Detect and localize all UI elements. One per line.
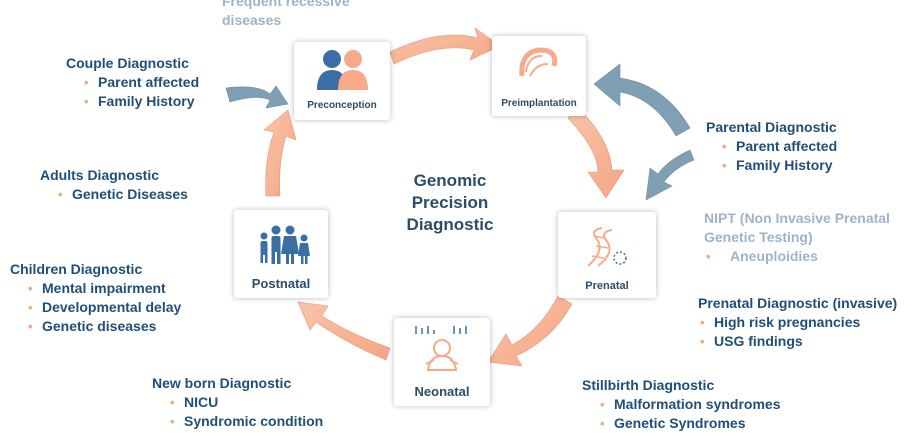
bullet-icon: •: [170, 414, 175, 429]
bullet-icon: •: [84, 75, 89, 90]
bullet-icon: •: [28, 281, 33, 296]
node-label-neonatal: Neonatal: [414, 384, 470, 399]
center-title-line-2: Precision: [411, 193, 489, 212]
list-item: •Parent affected: [84, 74, 200, 90]
newborn-diagnostic-title: New born Diagnostic: [152, 375, 292, 391]
arrow-parental-to-prenatal: [645, 149, 695, 201]
family-icon: [260, 225, 310, 264]
list-item: •Genetic diseases: [28, 318, 157, 334]
node-label-postnatal: Postnatal: [251, 276, 311, 291]
prenatal-invasive-block: Prenatal Diagnostic (invasive) •High ris…: [698, 294, 897, 351]
bullet-icon: •: [58, 187, 63, 202]
bullet-icon: •: [600, 397, 605, 412]
node-postnatal: Postnatal: [234, 210, 328, 298]
adults-diagnostic-title: Adults Diagnostic: [40, 167, 160, 183]
children-diagnostic-title: Children Diagnostic: [10, 261, 143, 277]
list-item: •Genetic Syndromes: [600, 415, 746, 431]
stillbirth-diagnostic-block: Stillbirth Diagnostic •Malformation synd…: [582, 376, 780, 433]
nipt-block: NIPT (Non Invasive Prenatal Genetic Test…: [704, 209, 890, 266]
bullet-icon: •: [28, 300, 33, 315]
list-item: •Family History: [722, 157, 833, 173]
parental-diagnostic-title: Parental Diagnostic: [706, 119, 837, 135]
bullet-icon: •: [84, 94, 89, 109]
bullet-icon: •: [600, 416, 605, 431]
parental-diagnostic-block: Parental Diagnostic •Parent affected •Fa…: [706, 118, 837, 175]
arrow-neonatal-to-postnatal: [297, 301, 391, 361]
center-title: Genomic Precision Diagnostic: [380, 170, 520, 236]
node-preconception: Preconception: [294, 42, 390, 120]
bullet-icon: •: [722, 158, 727, 173]
bullet-icon: •: [28, 319, 33, 334]
center-title-line-3: Diagnostic: [406, 215, 494, 234]
list-item: •Parent affected: [722, 138, 838, 154]
arrow-preimplantation-to-prenatal: [567, 109, 625, 199]
couple-diagnostic-title: Couple Diagnostic: [66, 55, 189, 71]
baby-icon: [415, 326, 467, 371]
arrow-parental-to-preimplantation: [593, 63, 691, 137]
list-item: •Mental impairment: [28, 280, 166, 296]
node-label-preimplantation: Preimplantation: [501, 98, 577, 109]
nipt-title-line-2: Genetic Testing): [704, 229, 813, 245]
list-item: •High risk pregnancies: [700, 314, 861, 330]
list-item: •NICU: [170, 394, 219, 410]
node-neonatal: Neonatal: [394, 318, 490, 406]
node-label-preconception: Preconception: [307, 100, 377, 111]
top-fragment-block: Frequent recessive diseases: [222, 0, 350, 30]
bullet-icon: •: [170, 395, 175, 410]
embryo-icon: [519, 47, 558, 77]
bullet-icon: •: [700, 315, 705, 330]
adults-diagnostic-block: Adults Diagnostic •Genetic Diseases: [40, 166, 188, 204]
bullet-icon: •: [722, 139, 727, 154]
center-title-line-1: Genomic: [413, 171, 487, 190]
list-item: •Malformation syndromes: [600, 396, 781, 412]
list-item: •Syndromic condition: [170, 413, 324, 429]
list-item: •Genetic Diseases: [58, 186, 188, 202]
nipt-title-line-1: NIPT (Non Invasive Prenatal: [704, 210, 890, 226]
prenatal-invasive-title: Prenatal Diagnostic (invasive): [698, 295, 898, 311]
list-item: •Aneuploidies: [706, 248, 818, 264]
arrow-preconception-to-preimplantation: [389, 27, 501, 65]
list-item: •USG findings: [700, 333, 803, 349]
top-fragment-line-1: Frequent recessive: [222, 0, 350, 9]
arrow-couple-to-preconception: [225, 85, 289, 109]
node-prenatal: Prenatal: [558, 212, 656, 298]
list-item: •Developmental delay: [28, 299, 182, 315]
children-diagnostic-block: Children Diagnostic •Mental impairment •…: [10, 260, 181, 336]
couple-icon: [317, 50, 368, 90]
bullet-icon: •: [706, 249, 711, 264]
stillbirth-diagnostic-title: Stillbirth Diagnostic: [582, 377, 715, 393]
node-preimplantation: Preimplantation: [492, 36, 586, 116]
arrow-postnatal-to-preconception: [263, 109, 297, 197]
list-item: •Family History: [84, 93, 195, 109]
node-label-prenatal: Prenatal: [585, 280, 629, 292]
bullet-icon: •: [700, 334, 705, 349]
newborn-diagnostic-block: New born Diagnostic •NICU •Syndromic con…: [152, 374, 323, 431]
top-fragment-line-2: diseases: [222, 12, 282, 28]
couple-diagnostic-block: Couple Diagnostic •Parent affected •Fami…: [66, 54, 199, 111]
dna-icon: [587, 227, 627, 267]
arrow-prenatal-to-neonatal: [487, 295, 573, 367]
